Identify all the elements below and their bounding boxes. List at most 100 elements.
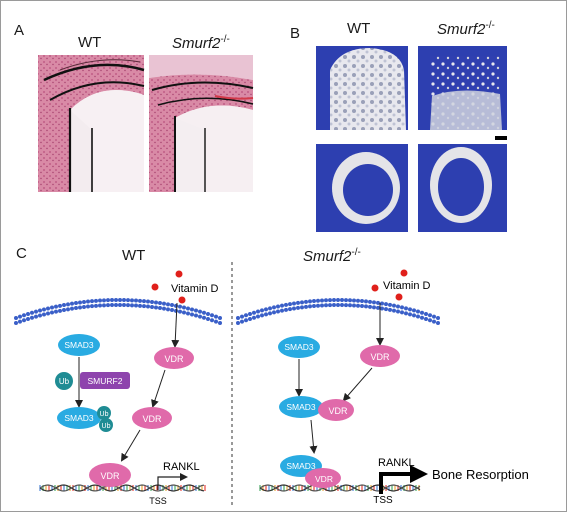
membrane-bead: [264, 307, 268, 312]
membrane-bead: [376, 300, 380, 305]
panel-b-ko-trabecular: [418, 46, 507, 130]
membrane-bead: [368, 304, 372, 309]
membrane-bead: [210, 318, 214, 323]
membrane-bead: [42, 307, 46, 312]
membrane-bead: [82, 300, 86, 304]
cell-membranes: [14, 298, 440, 325]
membrane-bead: [432, 314, 436, 319]
wt-vitamin-d-dot-2: [175, 270, 183, 278]
membrane-bead: [86, 304, 90, 309]
membrane-bead: [372, 305, 376, 310]
membrane-bead: [146, 304, 150, 309]
membrane-bead: [122, 298, 126, 303]
membrane-bead: [264, 312, 268, 317]
membrane-bead: [360, 299, 364, 304]
membrane-bead: [412, 313, 416, 318]
membrane-bead: [66, 307, 70, 312]
wt-vdr-label-mid: VDR: [142, 414, 162, 424]
membrane-bead: [34, 314, 38, 319]
ko-complex-smad3-label: SMAD3: [286, 402, 316, 412]
membrane-bead: [404, 306, 408, 311]
membrane-bead: [316, 298, 320, 303]
membrane-bead: [90, 304, 94, 309]
membrane-bead: [98, 303, 102, 308]
wt-pathway: Vitamin D SMAD3 VDR Ub SMURF2 SMAD3 Ub U…: [39, 270, 219, 506]
membrane-bead: [256, 309, 260, 314]
membrane-bead: [392, 308, 396, 313]
wt-smurf2-node: [80, 372, 130, 389]
membrane-bead: [134, 303, 138, 308]
membrane-bead: [18, 319, 22, 324]
membrane-bead: [90, 299, 94, 304]
ko-arrow-vdr-complex: [342, 367, 373, 402]
wt-vdr-node-top: [154, 347, 194, 369]
membrane-bead: [74, 301, 78, 306]
membrane-bead: [166, 307, 170, 312]
wt-vitamin-d-label: Vitamin D: [171, 283, 219, 295]
ko-complex-vdr-node: [318, 399, 354, 421]
membrane-bead: [114, 298, 118, 303]
wt-ub-tag-1: [97, 406, 111, 420]
membrane-bead: [30, 315, 34, 320]
membrane-bead: [276, 309, 280, 314]
membrane-bead: [26, 312, 30, 317]
membrane-bead: [118, 303, 122, 308]
membrane-bead: [420, 310, 424, 315]
membrane-bead: [428, 313, 432, 318]
membrane-bead: [142, 304, 146, 309]
membrane-bead: [412, 308, 416, 313]
membrane-bead: [150, 300, 154, 304]
membrane-bead: [158, 306, 162, 311]
membrane-bead: [110, 298, 114, 303]
membrane-bead: [332, 303, 336, 308]
membrane-bead: [218, 321, 222, 325]
membrane-bead: [272, 310, 276, 315]
ko-dna-smad3-label: SMAD3: [286, 461, 316, 471]
wt-ub-tag-1-label: Ub: [100, 411, 109, 418]
membrane-bead: [182, 310, 186, 315]
membrane-bead: [416, 314, 420, 319]
membrane-bead: [380, 306, 384, 311]
panel-a-label: A: [14, 22, 25, 39]
membrane-bead: [42, 312, 46, 317]
panel-a-ko-histology: [149, 55, 254, 192]
membrane-bead: [284, 302, 288, 307]
panel-b-ko-label: Smurf2-/-: [437, 20, 495, 38]
membrane-bead: [400, 305, 404, 310]
membrane-bead: [396, 304, 400, 309]
membrane-bead: [98, 298, 102, 303]
panel-a-ko-label: Smurf2-/-: [172, 34, 230, 52]
membrane-bead: [436, 316, 440, 320]
panel-a-wt-label: WT: [78, 34, 102, 51]
membrane-bead: [300, 305, 304, 310]
membrane-bead: [360, 304, 364, 309]
membrane-bead: [260, 313, 264, 318]
membrane-bead: [138, 298, 142, 303]
wt-vdr-label-dna: VDR: [100, 471, 120, 481]
wt-tss-arrow: [157, 473, 188, 490]
membrane-bead: [384, 307, 388, 312]
membrane-bead: [244, 318, 248, 323]
membrane-bead: [404, 311, 408, 316]
scale-bar: [495, 136, 507, 140]
wt-arrow-vdr-mid: [151, 369, 166, 408]
membrane-bead: [352, 303, 356, 308]
ko-tss-label: TSS: [373, 495, 393, 506]
membrane-bead: [78, 300, 82, 305]
ko-outcome-label: Bone Resorption: [432, 467, 529, 482]
wt-tss-label: TSS: [149, 496, 167, 506]
membrane-bead: [308, 299, 312, 304]
membrane-bead: [236, 316, 240, 320]
ko-smad3-label: SMAD3: [284, 342, 314, 352]
membrane-bead: [170, 308, 174, 313]
ko-tss-arrowhead: [410, 465, 428, 483]
ko-arrow-complex-dna: [309, 419, 318, 454]
membrane-bead: [252, 310, 256, 315]
membrane-bead: [186, 311, 190, 316]
membrane-bead: [62, 303, 66, 308]
membrane-bead: [252, 315, 256, 320]
membrane-bead: [380, 301, 384, 306]
membrane-bead: [376, 305, 380, 310]
membrane-bead: [202, 315, 206, 320]
ko-vitamin-d-dot-3: [395, 293, 403, 301]
